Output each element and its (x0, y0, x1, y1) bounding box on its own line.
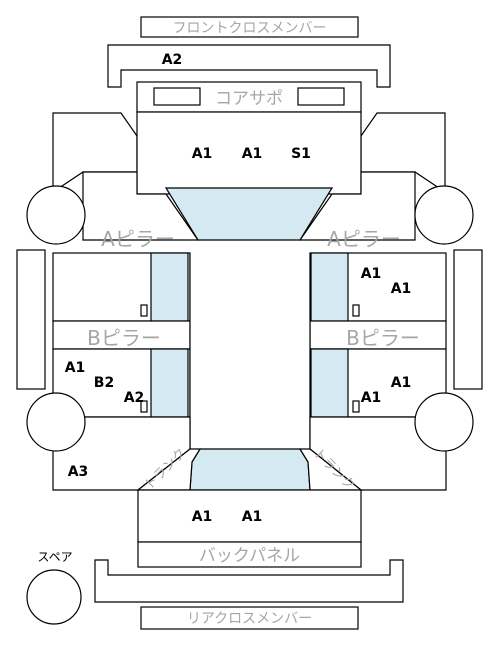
right-headlight[interactable] (297, 87, 345, 106)
right-rear-door-damage-code-2: A1 (361, 390, 382, 406)
left-rear-wheel[interactable] (26, 392, 86, 452)
b-pillar-right-label: Bピラー (346, 326, 420, 350)
left-rear-door-handle[interactable] (140, 400, 148, 413)
trunk-damage-code-2: A1 (242, 509, 263, 525)
hood-panel[interactable] (136, 111, 362, 195)
right-front-door-damage-code-2: A1 (391, 281, 412, 297)
hood-damage-code-3: S1 (291, 146, 311, 162)
right-rear-door-window[interactable] (310, 348, 349, 418)
left-side-sill[interactable] (16, 249, 46, 390)
back-panel-label: バックパネル (199, 546, 300, 566)
front-bumper-bracket[interactable] (107, 44, 391, 88)
core-support-label: コアサポ (215, 89, 283, 109)
left-front-wheel[interactable] (26, 185, 86, 245)
left-rear-door-damage-code-2: B2 (94, 375, 114, 391)
left-rear-quarter-damage-code-1: A3 (68, 464, 89, 480)
rear-cross-member-panel[interactable] (140, 606, 359, 630)
right-rear-door-damage-code-1: A1 (391, 375, 412, 391)
hood-damage-code-2: A1 (242, 146, 263, 162)
front-cross-member-label: フロントクロスメンバー (173, 21, 327, 37)
hood-damage-code-1: A1 (192, 146, 213, 162)
rear-bumper-bracket[interactable] (94, 559, 404, 603)
a-pillar-right-label: Aピラー (327, 227, 401, 251)
left-front-door-handle[interactable] (140, 304, 148, 317)
front-cross-member-panel[interactable] (140, 16, 359, 38)
left-front-door-window[interactable] (150, 252, 189, 322)
left-rear-door-damage-code-1: A1 (65, 360, 86, 376)
roof-panel[interactable] (190, 253, 310, 449)
spare-tire-label: スペア (37, 550, 72, 564)
left-rear-door-window[interactable] (150, 348, 189, 418)
right-side-sill[interactable] (453, 249, 483, 390)
right-front-door-window[interactable] (310, 252, 349, 322)
front-bracket-damage-code-1: A2 (162, 52, 183, 68)
windshield[interactable] (164, 187, 334, 241)
left-headlight[interactable] (153, 87, 201, 106)
a-pillar-left-label: Aピラー (101, 227, 175, 251)
trunk-lid[interactable] (137, 489, 362, 543)
right-rear-door-handle[interactable] (352, 400, 360, 413)
right-front-wheel[interactable] (414, 185, 474, 245)
rear-cross-member-label: リアクロスメンバー (187, 611, 312, 627)
left-a-pillar-area[interactable] (82, 171, 200, 241)
spare-tire[interactable] (26, 569, 82, 625)
back-panel[interactable] (137, 541, 362, 568)
right-rear-wheel[interactable] (414, 392, 474, 452)
trunk-damage-code-1: A1 (192, 509, 213, 525)
b-pillar-left-label: Bピラー (87, 326, 161, 350)
left-rear-door-damage-code-3: A2 (124, 390, 145, 406)
right-front-door-damage-code-1: A1 (361, 266, 382, 282)
left-trunk-hinge-area[interactable] (136, 448, 202, 491)
right-front-door-handle[interactable] (352, 304, 360, 317)
rear-window[interactable] (189, 448, 311, 491)
